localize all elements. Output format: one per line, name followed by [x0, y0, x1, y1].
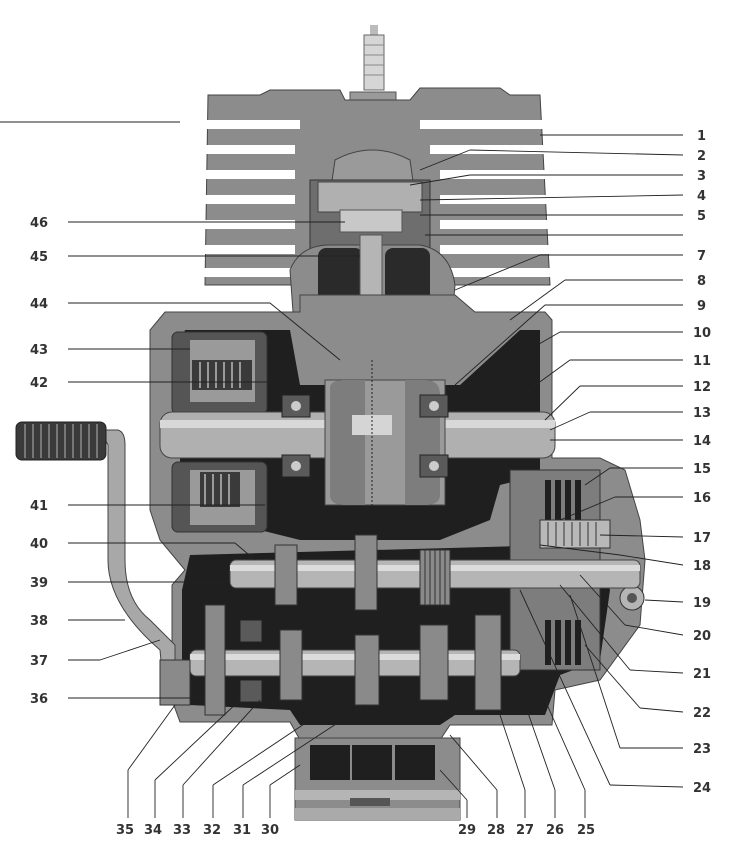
right-callouts: 1 2 3 4 5 7 8 9 10 11 12 13 14 15 16 17 …	[693, 129, 711, 796]
callout-41: 41	[30, 499, 48, 514]
callout-14: 14	[693, 434, 711, 449]
callout-20: 20	[693, 629, 711, 644]
callout-40: 40	[30, 537, 48, 552]
callout-24: 24	[693, 781, 711, 796]
callout-42: 42	[30, 376, 48, 391]
left-callouts: 46 45 44 43 42 41 40 39 38 37 36	[30, 216, 48, 707]
callout-22: 22	[693, 706, 711, 721]
callout-34: 34	[144, 823, 162, 838]
callout-32: 32	[203, 823, 221, 838]
callout-7: 7	[697, 249, 706, 264]
callout-23: 23	[693, 742, 711, 757]
callout-18: 18	[693, 559, 711, 574]
kickstart-lever	[15, 421, 191, 706]
callout-9: 9	[697, 299, 706, 314]
callout-16: 16	[693, 491, 711, 506]
magneto-generator	[171, 331, 268, 533]
callout-19: 19	[693, 596, 711, 611]
callout-39: 39	[30, 576, 48, 591]
callout-13: 13	[693, 406, 711, 421]
callout-35: 35	[116, 823, 134, 838]
callout-4: 4	[697, 189, 706, 204]
callout-12: 12	[693, 380, 711, 395]
callout-38: 38	[30, 614, 48, 629]
crankshaft	[159, 360, 556, 535]
callout-31: 31	[233, 823, 251, 838]
callout-36: 36	[30, 692, 48, 707]
callout-5: 5	[697, 209, 706, 224]
callout-45: 45	[30, 250, 48, 265]
bottom-callouts: 35 34 33 32 31 30 29 28 27 26 25	[116, 823, 595, 838]
callout-10: 10	[693, 326, 711, 341]
callout-1: 1	[697, 129, 706, 144]
callout-46: 46	[30, 216, 48, 231]
leader-lines	[68, 134, 684, 818]
oil-sump	[294, 737, 461, 821]
callout-29: 29	[458, 823, 476, 838]
callout-37: 37	[30, 654, 48, 669]
callout-15: 15	[693, 462, 711, 477]
engine-illustration	[15, 25, 646, 821]
callout-33: 33	[173, 823, 191, 838]
callout-3: 3	[697, 169, 706, 184]
callout-26: 26	[546, 823, 564, 838]
callout-27: 27	[516, 823, 534, 838]
callout-43: 43	[30, 343, 48, 358]
callout-11: 11	[693, 354, 711, 369]
callout-30: 30	[261, 823, 279, 838]
callout-25: 25	[577, 823, 595, 838]
callout-2: 2	[697, 149, 706, 164]
gearbox-shafts	[189, 534, 641, 716]
callout-8: 8	[697, 274, 706, 289]
callout-28: 28	[487, 823, 505, 838]
callout-44: 44	[30, 297, 48, 312]
callout-17: 17	[693, 531, 711, 546]
callout-21: 21	[693, 667, 711, 682]
